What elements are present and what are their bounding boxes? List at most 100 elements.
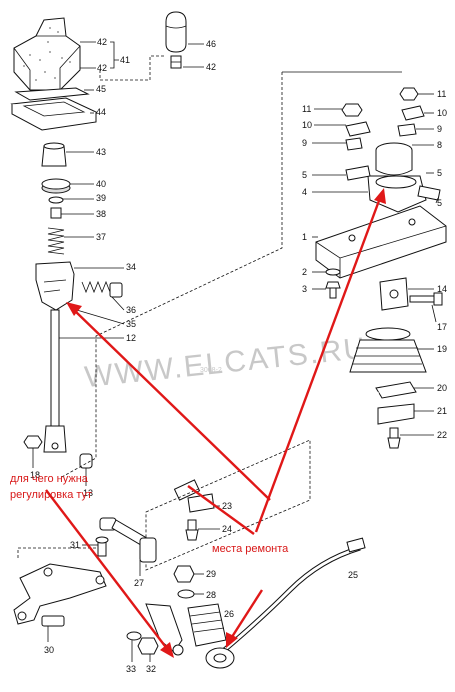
spring-clip-10-left [345, 121, 371, 137]
relay-lever-30 [13, 563, 107, 625]
clip-5-right [417, 185, 441, 201]
lower-lever [145, 603, 184, 656]
part-label: 26 [224, 609, 234, 619]
part-label: 42 [97, 37, 107, 47]
rubber-boot-19 [349, 327, 427, 373]
shift-housing-4 [367, 175, 427, 213]
washer-28 [177, 589, 195, 599]
nut-32 [137, 637, 159, 655]
part-label: 45 [96, 84, 106, 94]
shift-boot [13, 17, 81, 91]
watermark-code: 3008-2 [200, 367, 222, 374]
part-label: 31 [70, 540, 80, 550]
clip-5-left [345, 165, 371, 181]
part-label: 17 [437, 322, 447, 332]
part-label: 22 [437, 430, 447, 440]
red-arrow-cable-end [187, 485, 255, 535]
part-label: 39 [96, 193, 106, 203]
part-label: 23 [222, 501, 232, 511]
part-label: 33 [126, 664, 136, 674]
part-label: 1 [302, 232, 307, 242]
bushing-38 [50, 207, 62, 219]
bolt-24 [185, 519, 199, 541]
bolt-17 [409, 292, 443, 306]
part-label: 35 [126, 319, 136, 329]
part-label: 32 [146, 664, 156, 674]
part-label: 11 [437, 89, 446, 99]
nut-18 [23, 435, 43, 449]
spring-clip-10-right [401, 105, 425, 121]
shift-cable-upper [173, 391, 380, 501]
washer-39 [48, 196, 64, 204]
part-label: 5 [437, 168, 442, 178]
part-label: 10 [302, 120, 312, 130]
bracket-20 [375, 381, 417, 399]
part-label: 9 [437, 124, 442, 134]
red-arrow-housing [254, 188, 386, 533]
shift-cable-lower-25 [220, 537, 366, 654]
bolt-22 [387, 427, 401, 449]
part-label: 12 [126, 333, 136, 343]
cable-bracket-23 [187, 493, 215, 513]
part-label: 41 [120, 55, 130, 65]
link-rod-27 [99, 517, 157, 563]
part-label: 36 [126, 305, 136, 315]
part-label: 9 [302, 138, 307, 148]
part-label: 46 [206, 39, 216, 49]
part-label: 3 [302, 284, 307, 294]
bellows-26 [187, 603, 227, 647]
red-arrow-upper-rod [66, 302, 271, 501]
part-label: 28 [206, 590, 216, 600]
part-label: 42 [97, 63, 107, 73]
nut-11-left [341, 103, 363, 117]
part-label: 29 [206, 569, 216, 579]
part-label: 37 [96, 232, 106, 242]
nut-11-right [399, 87, 419, 101]
washer-33 [126, 631, 142, 641]
spring-36 [81, 280, 123, 298]
red-arrow-lower [226, 589, 264, 648]
part-label: 18 [30, 470, 40, 480]
boot-frame-45 [14, 87, 90, 101]
adjust-question-line2: регулировка тут [10, 489, 92, 501]
part-label: 44 [96, 107, 106, 117]
part-label: 4 [302, 187, 307, 197]
cable-end-eye [205, 647, 235, 669]
part-label: 21 [437, 406, 447, 416]
part-label: 24 [222, 524, 232, 534]
part-label: 11 [302, 104, 311, 114]
part-label: 19 [437, 344, 447, 354]
bracket-14 [379, 277, 409, 311]
bushing-36-lower [41, 615, 65, 627]
part-label: 25 [348, 570, 358, 580]
part-label: 10 [437, 108, 447, 118]
boot-base-44 [10, 97, 98, 131]
part-label: 2 [302, 267, 307, 277]
bolt-31 [95, 536, 109, 557]
part-label: 34 [126, 262, 136, 272]
part-label: 20 [437, 383, 447, 393]
base-plate-1 [315, 205, 447, 279]
guide-ring-8 [375, 142, 413, 176]
nut-29 [173, 565, 195, 583]
lock-9-left [345, 137, 363, 151]
part-label: 8 [437, 140, 442, 150]
red-arrow-adjust [45, 489, 174, 658]
lock-9-right [397, 123, 417, 137]
bolt-3 [325, 281, 341, 299]
ring-40 [41, 178, 71, 194]
part-label: 27 [134, 578, 144, 588]
part-label: 13 [83, 488, 93, 498]
washer-2 [325, 268, 341, 276]
part-label: 42 [206, 62, 216, 72]
part-label: 40 [96, 179, 106, 189]
shift-knob-46 [165, 11, 187, 53]
selector-housing-34 [35, 261, 75, 311]
knob-insert-42 [170, 55, 182, 69]
part-label: 14 [437, 284, 447, 294]
shift-rod-12 [43, 309, 67, 453]
repair-places-callout: места ремонта [212, 543, 289, 555]
part-label: 5 [302, 170, 307, 180]
adjust-question-line1: для чего нужна [10, 473, 89, 485]
